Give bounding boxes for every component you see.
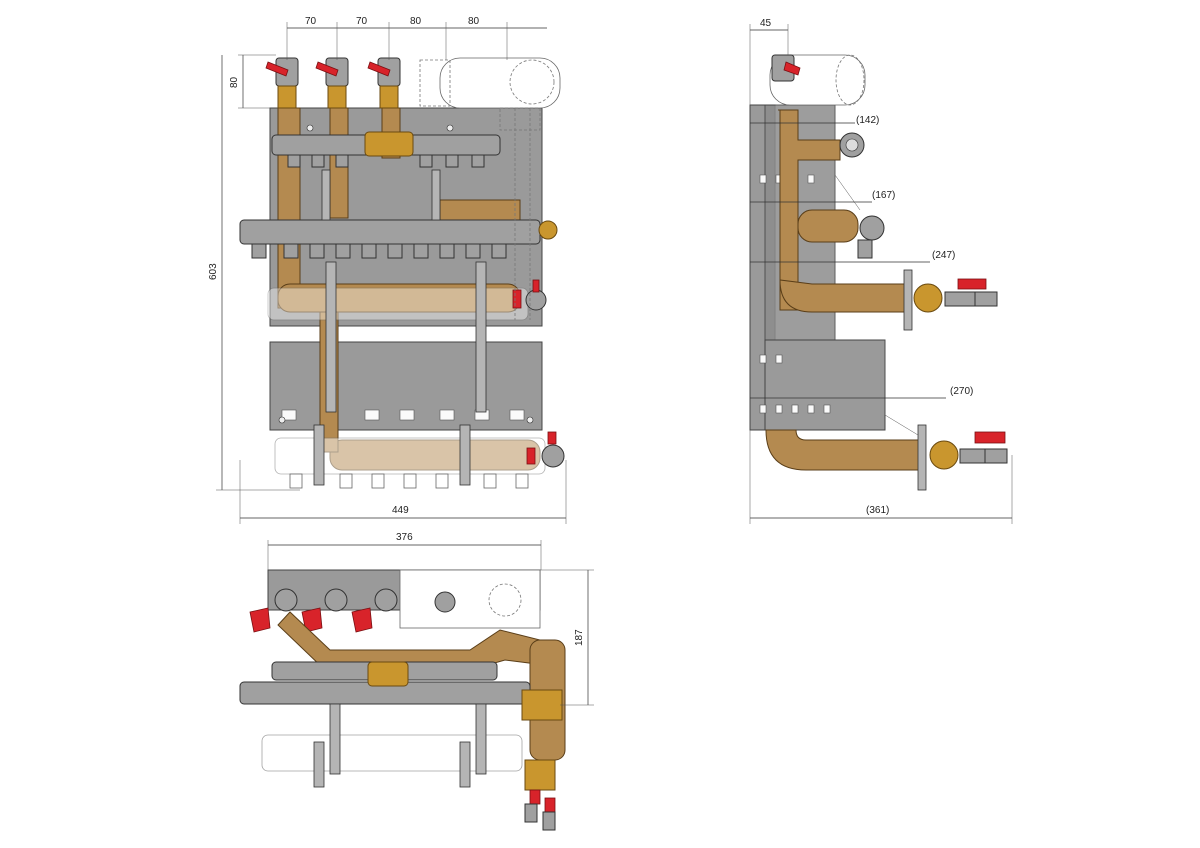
- top-bracket-bottom-right: [459, 741, 471, 788]
- front-pipe-elbow-right: [439, 199, 521, 223]
- side-bracket-link: [884, 340, 919, 436]
- dim-side-top-offset: 45: [760, 18, 772, 29]
- dim-top-width: 376: [396, 532, 413, 543]
- front-flow-meter: [364, 131, 414, 157]
- front-bracket-bottom-right: [459, 424, 471, 486]
- dim-spacing-2: 70: [356, 16, 368, 27]
- side-valve-167: [857, 215, 885, 259]
- front-plate-holes: [278, 124, 534, 424]
- top-bottom-valve-1: [529, 789, 541, 805]
- front-manifold-middle: [239, 219, 541, 245]
- front-manifold-outlets: [251, 243, 507, 259]
- dim-width: 449: [392, 505, 409, 516]
- front-top-valve-1: [265, 57, 299, 109]
- side-view: [749, 54, 1008, 491]
- front-bracket-left: [325, 261, 337, 413]
- side-lower-plate: [764, 339, 886, 431]
- front-dimensions: 70 70 80 80 80 603 449: [208, 16, 567, 524]
- top-bottom-fitting-2: [542, 811, 556, 831]
- dim-top-offset: 80: [229, 76, 240, 88]
- front-ball-valve-upper: [512, 279, 547, 311]
- top-inlet-valve-1: [249, 588, 298, 633]
- top-pump-ghost: [399, 569, 541, 629]
- front-manifold-end-cap: [538, 220, 558, 240]
- top-manifold-ghost: [261, 734, 523, 772]
- top-bottom-fitting-1: [524, 803, 538, 823]
- front-bracket-right: [475, 261, 487, 413]
- front-view: [239, 57, 565, 489]
- top-pump-inlet: [434, 591, 456, 613]
- front-manifold-ghost: [267, 287, 529, 321]
- side-pipe-middle: [797, 209, 859, 243]
- top-view: [239, 569, 566, 831]
- front-top-valve-3: [367, 57, 401, 109]
- dim-spacing-1: 70: [305, 16, 317, 27]
- top-bottom-valve-2: [544, 797, 556, 813]
- front-pump-ghost: [419, 57, 561, 320]
- side-wire-link: [834, 174, 861, 211]
- dim-spacing-3: 80: [410, 16, 422, 27]
- front-bracket-top-left: [321, 169, 331, 221]
- dim-side-depth-2: (167): [872, 190, 895, 201]
- side-pipe-bottom: [765, 429, 921, 471]
- side-ball-valve-247: [903, 269, 998, 331]
- front-top-valve-2: [315, 57, 349, 109]
- front-bottom-fittings: [289, 473, 529, 489]
- dim-side-depth-1: (142): [856, 115, 879, 126]
- dim-height: 603: [208, 263, 219, 280]
- side-pipe-lower: [779, 279, 911, 313]
- dim-spacing-4: 80: [468, 16, 480, 27]
- front-bracket-bottom-left: [313, 424, 325, 486]
- dim-side-depth-3: (247): [932, 250, 955, 261]
- side-valve-142: [839, 132, 865, 158]
- dim-side-depth-4: (270): [950, 386, 973, 397]
- top-flow-meter: [367, 661, 409, 687]
- top-bracket-bottom-left: [313, 741, 325, 788]
- front-top-manifold-outlets: [287, 154, 485, 168]
- side-pump-ghost: [769, 54, 866, 106]
- top-brass-fitting-2: [524, 759, 556, 791]
- top-brass-fitting-1: [521, 689, 563, 721]
- dim-top-depth: 187: [574, 629, 585, 646]
- top-inlet-valve-3: [351, 588, 398, 633]
- side-ball-valve-270: [917, 424, 1008, 491]
- side-dimensions: 45 (142) (167) (247) (270) (361): [749, 18, 1013, 524]
- side-pipe-upper: [778, 109, 841, 311]
- front-ball-valve-lower: [526, 431, 565, 468]
- dim-side-total-depth: (361): [866, 505, 889, 516]
- front-bracket-top-right: [431, 169, 441, 221]
- top-dimensions: 376 187: [267, 532, 594, 706]
- top-bracket-left: [329, 703, 341, 775]
- top-bracket-right: [475, 703, 487, 775]
